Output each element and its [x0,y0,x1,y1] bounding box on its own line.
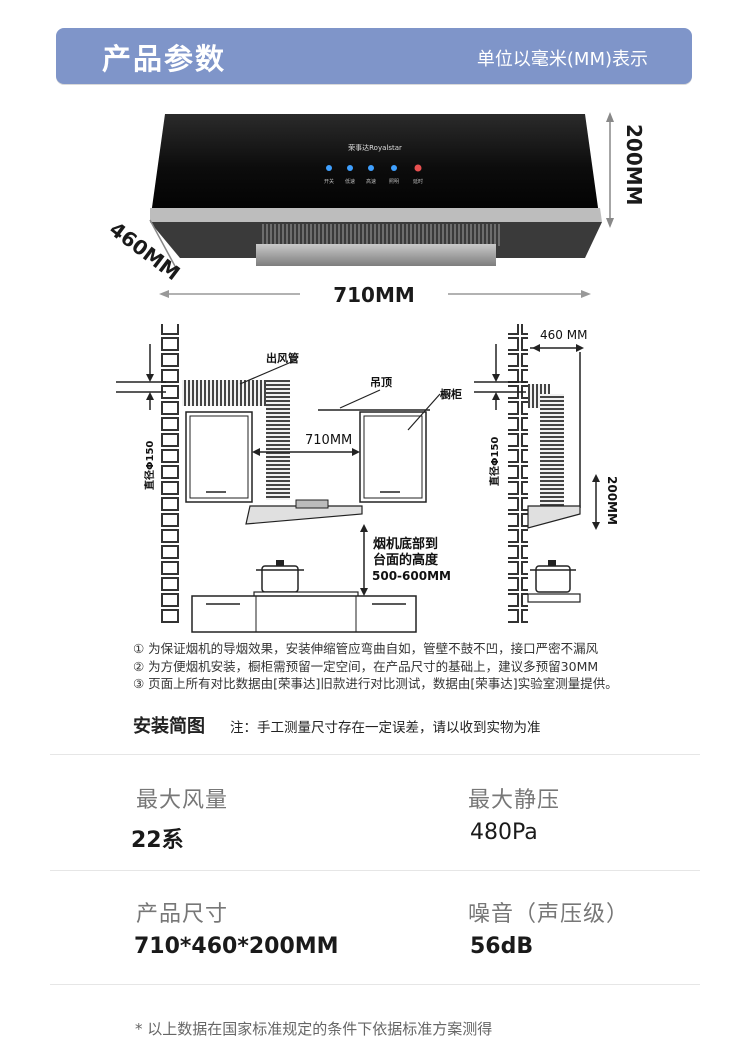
label-height-note-3: 500-600MM [372,569,451,583]
panel-label-3: 高速 [366,178,376,185]
label-height-note-2: 台面的高度 [373,552,439,568]
divider [50,754,700,755]
label-pipe-diameter-right: 直径Φ150 [488,437,501,486]
install-diagram-front [116,324,528,633]
install-title: 安装简图 [133,716,205,737]
spec-label-max-static-pressure: 最大静压 [468,788,561,813]
spec-label-noise: 噪音（声压级） [468,902,630,927]
footnote: * 以上数据在国家标准规定的条件下依据标准方案测得 [135,1020,493,1038]
install-note: 注：手工测量尺寸存在一定误差，请以收到实物为准 [230,720,541,736]
spec-label-max-airflow: 最大风量 [136,788,229,813]
brand-logo: 荣事达Royalstar [348,143,402,152]
spec-label-product-size: 产品尺寸 [136,902,229,927]
label-outlet-pipe: 出风管 [266,351,299,365]
note-item-3: ③ 页面上所有对比数据由[荣事达]旧款进行对比测试，数据由[荣事达]实验室测量提… [133,676,618,691]
panel-label-2: 低速 [345,178,355,185]
label-cabinet: 橱柜 [440,387,462,401]
divider [50,984,700,985]
label-height-note-1: 烟机底部到 [373,536,438,552]
label-hood-width: 710MM [305,433,352,448]
spec-value-noise: 56dB [470,934,534,959]
width-dimension-line [159,290,591,298]
unit-note: 单位以毫米(MM)表示 [476,49,648,70]
spec-value-max-static-pressure: 480Pa [470,820,538,845]
label-side-depth: 460 MM [540,328,587,342]
note-item-2: ② 为方便烟机安装，橱柜需预留一定空间，在产品尺寸的基础上，建议多预留30MM [133,658,599,674]
panel-label-1: 开关 [324,178,334,185]
divider [50,870,700,871]
install-diagram-side [474,344,600,603]
spec-value-product-size: 710*460*200MM [134,934,339,959]
header-bar: 产品参数 单位以毫米(MM)表示 [56,28,692,84]
page-title: 产品参数 [102,42,227,76]
install-notes: ① 为保证烟机的导烟效果，安装伸缩管应弯曲自如，管壁不鼓不凹，接口严密不漏风 ②… [133,640,653,693]
spec-value-max-airflow: 22系 [131,828,184,853]
depth-dimension-line [149,219,177,269]
note-item-1: ① 为保证烟机的导烟效果，安装伸缩管应弯曲自如，管壁不鼓不凹，接口严密不漏风 [133,641,599,656]
range-hood-image [150,114,602,266]
panel-label-4: 照明 [389,179,399,185]
product-figure: 荣事达Royalstar 开关 低速 高速 照明 延时 200MM 460MM … [105,112,646,633]
height-dimension-line [606,112,614,228]
label-pipe-diameter-left: 直径Φ150 [143,441,156,490]
panel-label-5: 延时 [413,178,423,185]
height-dimension-label: 200MM [622,124,646,206]
label-side-height: 200MM [605,476,619,525]
label-ceiling: 吊顶 [370,376,392,389]
width-dimension-label: 710MM [333,283,415,307]
